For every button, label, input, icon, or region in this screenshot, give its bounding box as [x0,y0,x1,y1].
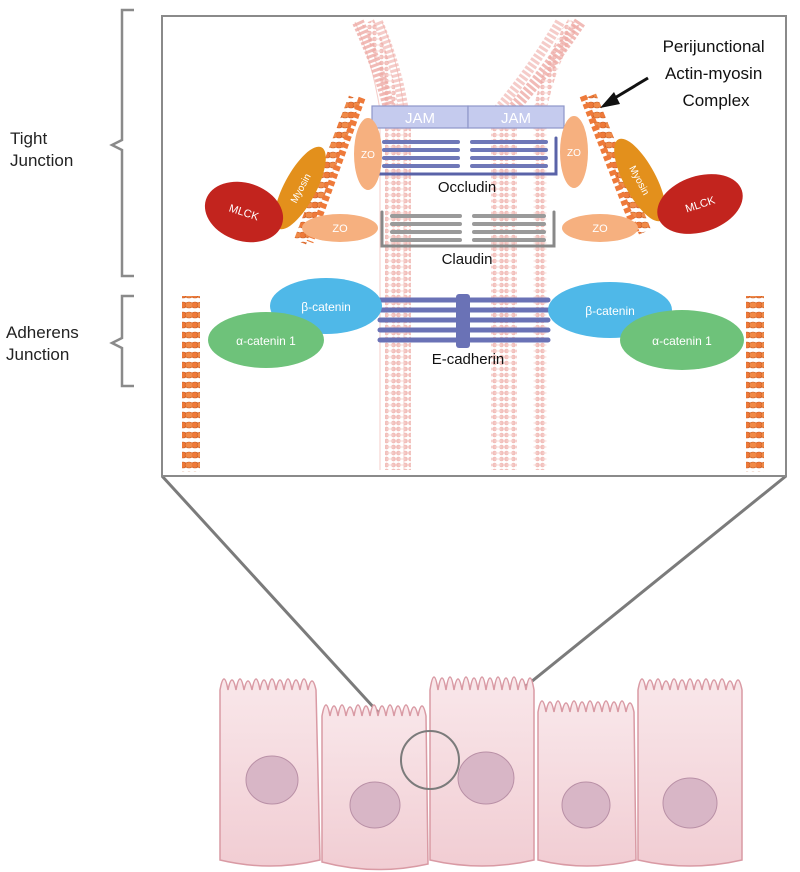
zo-lower-left: ZO [302,214,378,242]
actin-filament-right-aj [746,296,764,472]
arrow-icon [600,76,649,108]
zo-upper-left: ZO [354,118,382,190]
zoom-line-left [160,474,410,747]
claudin [380,210,556,248]
epithelial-cell-layer [219,676,743,871]
e-cadherin-label: E-cadherin [432,351,505,368]
epithelial-cell [637,678,743,867]
myosin-right: Myosin [614,138,666,222]
svg-text:ZO: ZO [592,223,608,235]
svg-text:β-catenin: β-catenin [585,304,635,318]
epithelial-cell [537,700,637,867]
mlck-left: MLCK [204,181,284,243]
svg-text:α-catenin 1: α-catenin 1 [236,334,296,348]
svg-text:JAM: JAM [405,110,435,127]
jam-left: JAM [371,105,469,129]
occludin-label: Occludin [438,179,496,196]
mlck-right: MLCK [657,174,743,234]
svg-text:ZO: ZO [361,150,375,161]
zo-upper-right: ZO [560,116,588,188]
svg-text:β-catenin: β-catenin [301,300,351,314]
jam-right: JAM [467,105,565,129]
junction-highlight-circle [400,730,460,790]
adherens-junction-bracket [109,294,134,388]
tight-junction-bracket [109,8,134,278]
perijunctional-label: Perijunctional Actin-myosin Complex [663,37,770,110]
svg-text:ZO: ZO [332,223,348,235]
myosin-left: Myosin [274,146,326,230]
alpha-catenin-right: α-catenin 1 [620,310,744,370]
adherens-junction-label: Adherens Junction [6,323,79,364]
epithelial-cell [321,704,429,871]
svg-text:ZO: ZO [567,148,581,159]
epithelial-cell [429,676,535,867]
alpha-catenin-left: α-catenin 1 [208,312,324,368]
actin-filament-left-aj [182,296,200,472]
epithelial-cell [219,678,321,867]
tight-junction-label: Tight Junction [10,129,74,170]
zo-lower-right: ZO [562,214,638,242]
svg-text:JAM: JAM [501,110,531,127]
svg-text:α-catenin 1: α-catenin 1 [652,334,712,348]
e-cadherin [377,294,551,348]
actin-filament-left-tj [293,95,366,245]
claudin-label: Claudin [442,251,493,268]
